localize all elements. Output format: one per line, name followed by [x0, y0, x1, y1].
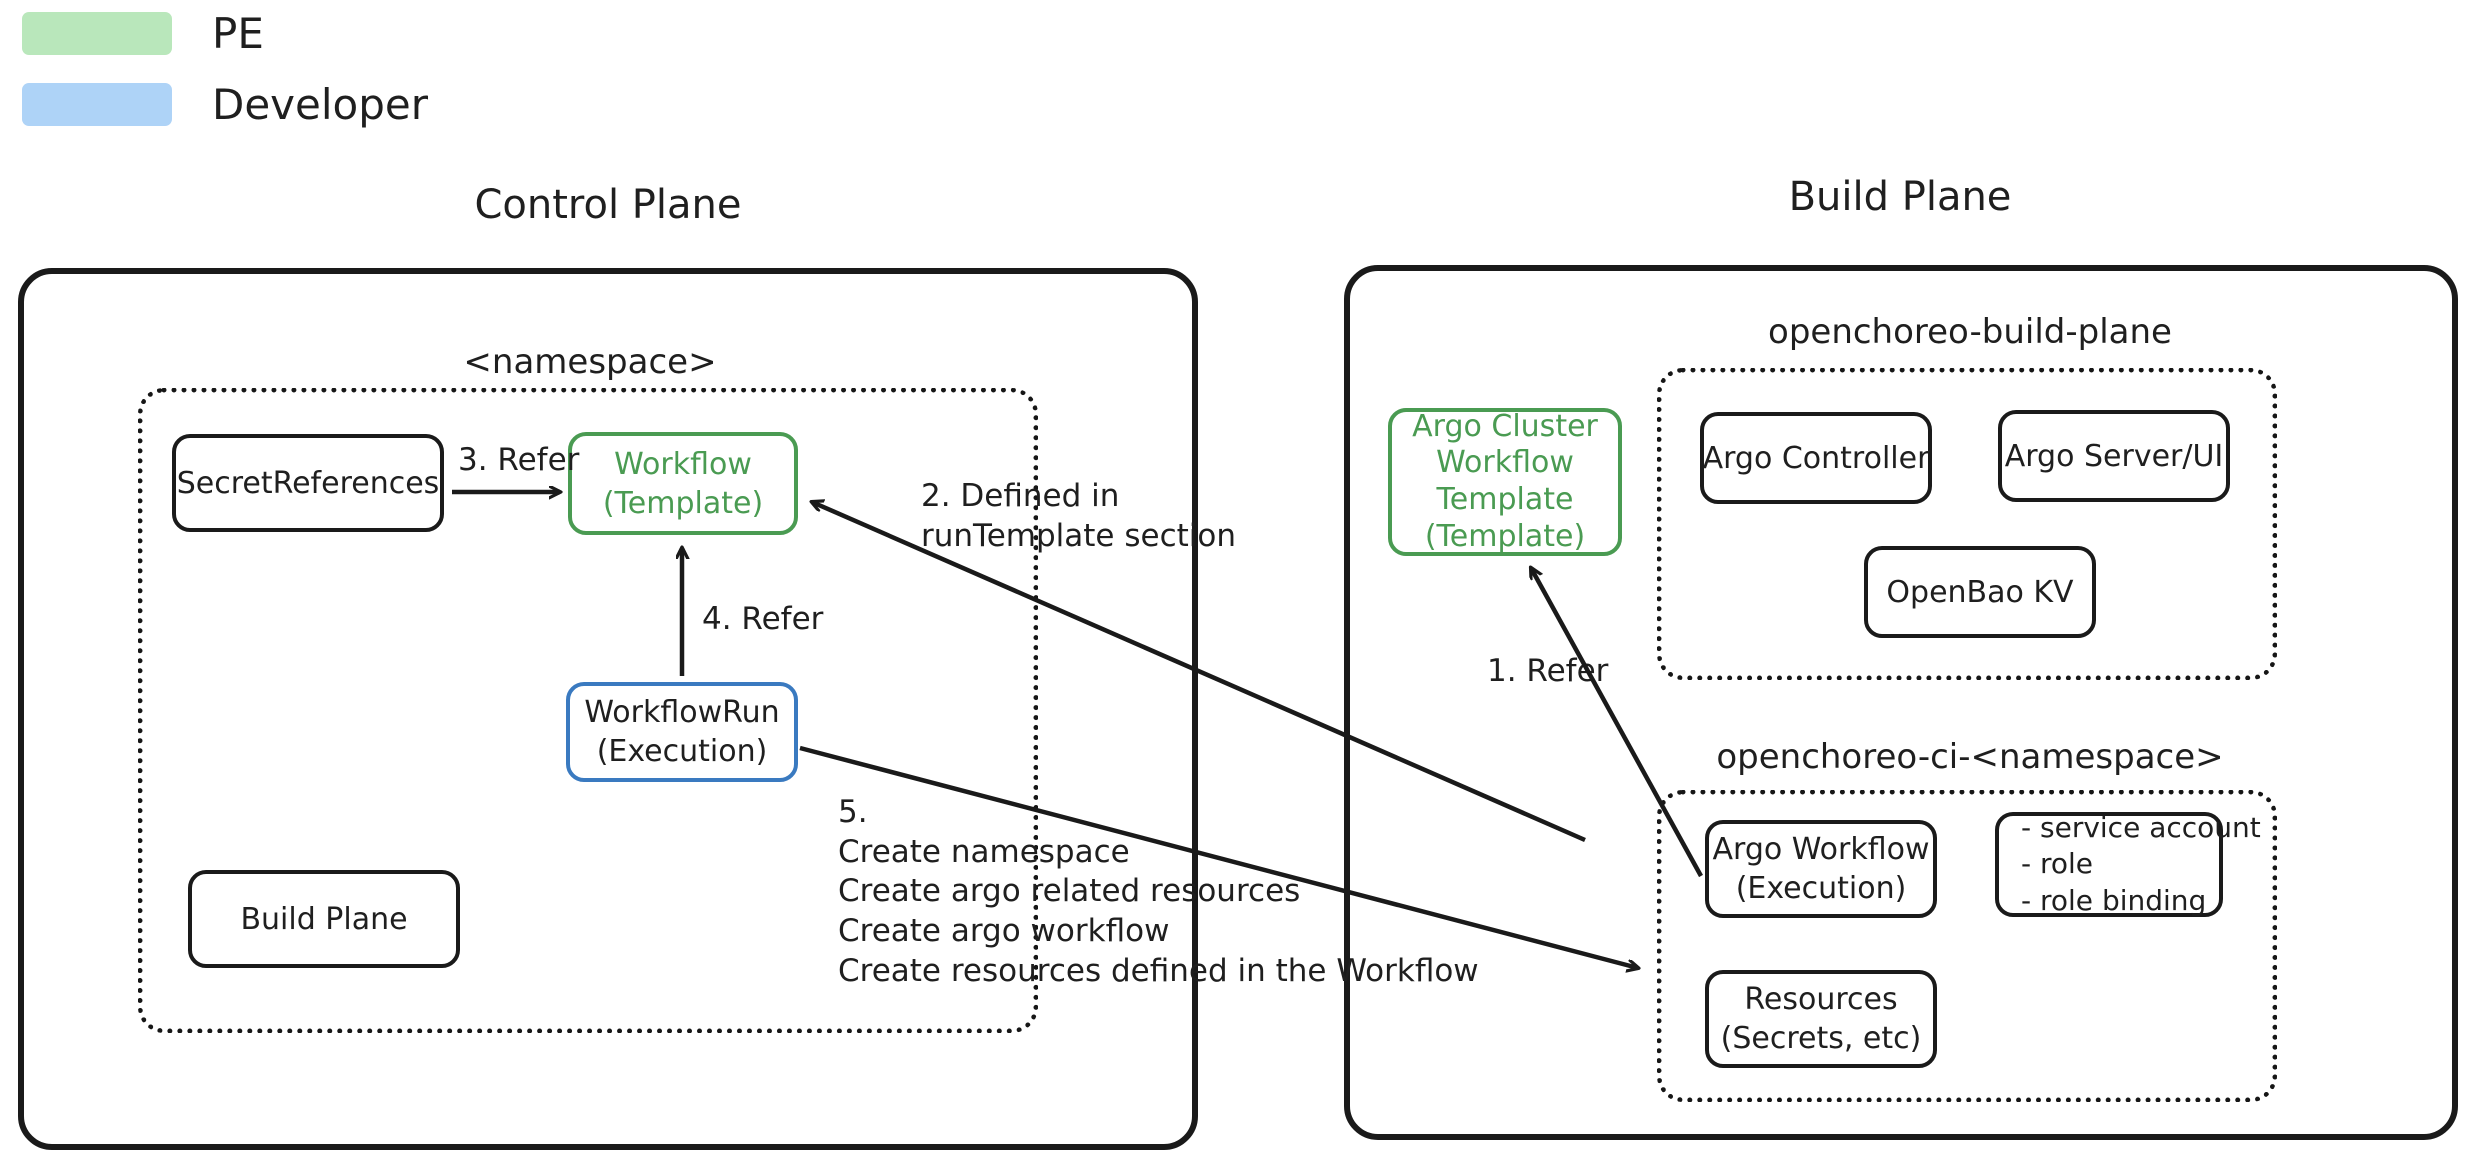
node-argo-server-ui-line-0: Argo Server/UI	[2004, 438, 2224, 474]
legend-label-pe: PE	[212, 8, 264, 58]
edge-label-5-create: 5. Create namespace Create argo related …	[838, 794, 1479, 989]
node-argo-workflow-execution[interactable]: Argo Workflow (Execution)	[1705, 820, 1937, 918]
node-secret-references[interactable]: SecretReferences	[172, 434, 444, 532]
node-argo-controller[interactable]: Argo Controller	[1700, 412, 1932, 504]
openchoreo-build-plane-group	[1657, 368, 2277, 680]
control-plane-title: Control Plane	[474, 182, 742, 228]
node-argo-cluster-workflow-template-line-1: Workflow	[1436, 445, 1574, 481]
legend-swatch-developer	[22, 83, 172, 126]
edge-label-3-refer: 3. Refer	[458, 442, 580, 478]
legend-swatch-pe	[22, 12, 172, 55]
node-rbac-list-line-1: - role	[2021, 847, 2094, 881]
node-openbao-kv[interactable]: OpenBao KV	[1864, 546, 2096, 638]
node-resources-secrets-line-0: Resources	[1744, 982, 1898, 1017]
node-argo-controller-line-0: Argo Controller	[1702, 440, 1930, 476]
legend-item-developer: Developer	[22, 83, 428, 126]
node-openbao-kv-line-0: OpenBao KV	[1886, 574, 2074, 610]
node-secret-references-line-0: SecretReferences	[176, 465, 440, 501]
node-argo-workflow-execution-line-0: Argo Workflow	[1712, 832, 1930, 867]
node-workflow-template-line-0: Workflow	[614, 446, 752, 482]
node-rbac-list-line-2: - role binding	[2021, 883, 2207, 917]
node-workflow-run[interactable]: WorkflowRun (Execution)	[566, 682, 798, 782]
node-rbac-list-line-0: - service account	[2021, 810, 2261, 844]
openchoreo-ci-namespace-title: openchoreo-ci-<namespace>	[1716, 737, 2224, 777]
node-workflow-run-line-0: WorkflowRun	[584, 695, 780, 730]
edge-label-1-refer: 1. Refer	[1487, 653, 1609, 689]
node-resources-secrets[interactable]: Resources (Secrets, etc)	[1705, 970, 1937, 1068]
build-plane-title: Build Plane	[1788, 174, 2012, 220]
node-workflow-template[interactable]: Workflow (Template)	[568, 432, 798, 535]
node-build-plane-line-0: Build Plane	[240, 901, 408, 937]
node-rbac-list[interactable]: - service account - role - role binding	[1995, 811, 2261, 917]
openchoreo-ci-namespace-group	[1657, 790, 2277, 1102]
openchoreo-build-plane-title: openchoreo-build-plane	[1768, 312, 2172, 352]
node-argo-cluster-workflow-template-line-2: Template	[1436, 482, 1574, 517]
node-argo-server-ui[interactable]: Argo Server/UI	[1998, 410, 2230, 502]
control-plane-namespace-title: <namespace>	[463, 342, 717, 382]
edge-label-4-refer: 4. Refer	[702, 601, 824, 637]
legend-label-developer: Developer	[212, 79, 429, 129]
legend-item-pe: PE	[22, 12, 264, 55]
node-workflow-run-line-1: (Execution)	[596, 734, 768, 769]
node-argo-cluster-workflow-template[interactable]: Argo Cluster Workflow Template (Template…	[1388, 408, 1622, 556]
node-build-plane[interactable]: Build Plane	[188, 870, 460, 968]
edge-label-2-defined-in: 2. Defined in runTemplate section	[921, 478, 1236, 554]
node-workflow-template-line-1: (Template)	[602, 485, 764, 521]
node-argo-workflow-execution-line-1: (Execution)	[1735, 871, 1907, 906]
node-argo-cluster-workflow-template-line-3: (Template)	[1424, 518, 1586, 554]
node-resources-secrets-line-1: (Secrets, etc)	[1720, 1021, 1922, 1056]
node-argo-cluster-workflow-template-line-0: Argo Cluster	[1412, 408, 1598, 444]
